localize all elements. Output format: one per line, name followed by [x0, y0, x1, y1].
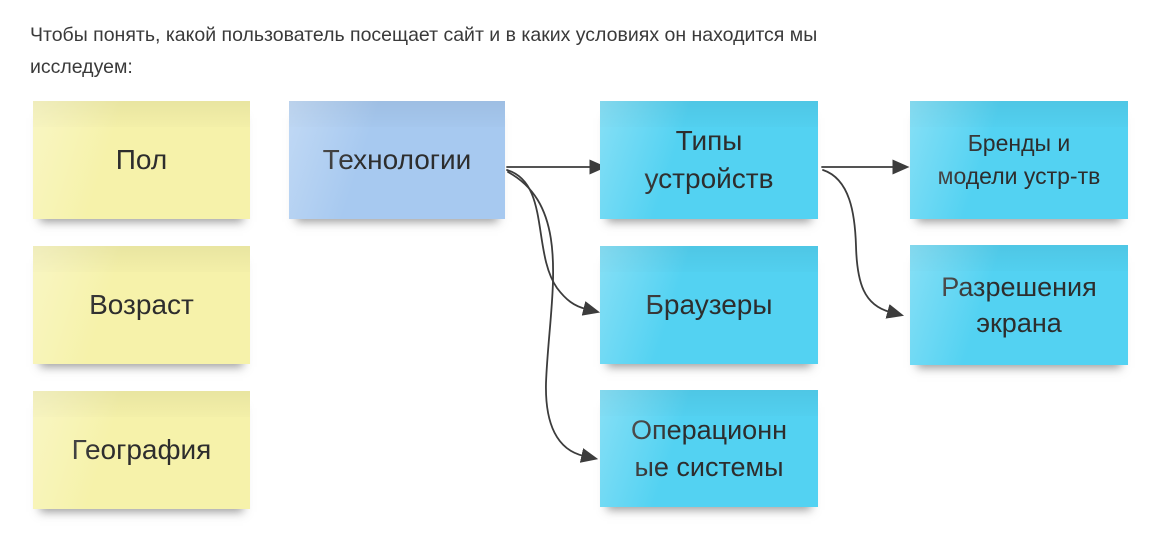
sticky-note-label: Бренды и модели устр-тв — [937, 130, 1101, 189]
sticky-note-brands-models[interactable]: Бренды и модели устр-тв — [910, 101, 1128, 219]
intro-text: Чтобы понять, какой пользователь посещае… — [30, 24, 818, 78]
sticky-note-geography[interactable]: География — [33, 391, 250, 509]
sticky-note-gender[interactable]: Пол — [33, 101, 250, 219]
sticky-note-age[interactable]: Возраст — [33, 246, 250, 364]
connector-technologies-operating-systems[interactable] — [507, 171, 599, 463]
sticky-note-technologies[interactable]: Технологии — [289, 101, 505, 219]
sticky-note-browsers[interactable]: Браузеры — [600, 246, 818, 364]
sticky-note-screen-resolutions[interactable]: Разрешения экрана — [910, 245, 1128, 365]
sticky-note-label: Браузеры — [645, 289, 773, 321]
sticky-note-operating-systems[interactable]: Операционн ые системы — [600, 390, 818, 507]
sticky-note-label: Пол — [115, 144, 168, 176]
sticky-note-label: Операционн ые системы — [630, 415, 788, 482]
sticky-note-device-types[interactable]: Типы устройств — [600, 101, 818, 219]
sticky-note-label: Типы устройств — [644, 125, 774, 194]
sticky-note-label: Технологии — [322, 144, 472, 176]
sticky-note-label: География — [71, 434, 212, 466]
sticky-note-label: Возраст — [89, 289, 194, 321]
sticky-note-label: Разрешения экрана — [941, 271, 1097, 338]
connector-technologies-browsers[interactable] — [506, 169, 601, 316]
connector-device-types-screen-resolutions[interactable] — [822, 169, 905, 319]
